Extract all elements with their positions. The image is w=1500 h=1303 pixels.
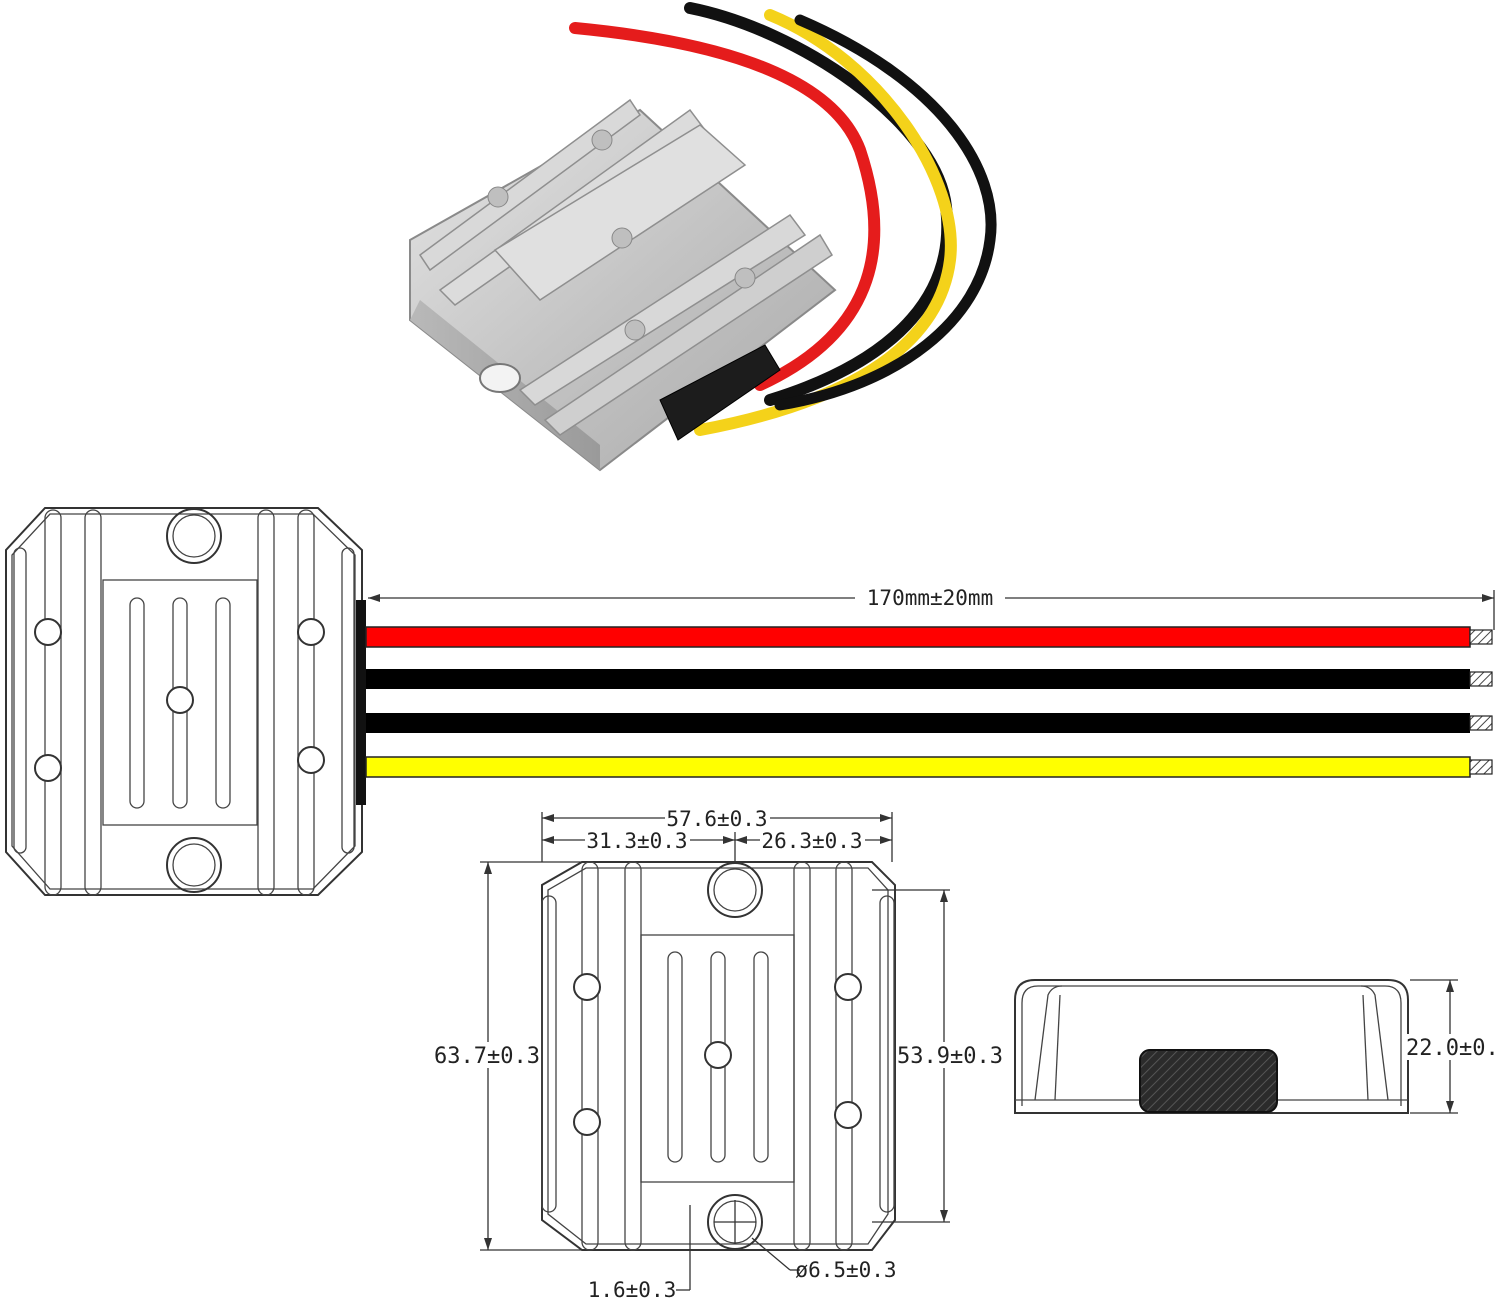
wire-black-2-tip — [1469, 715, 1493, 731]
photo-wires — [569, 2, 997, 436]
wire-black-1-tip — [1469, 671, 1493, 687]
dim-right-offset: 26.3±0.3 — [761, 829, 862, 853]
top-view: 170mm±20mm — [5, 507, 1495, 896]
dim-hole-spacing: 53.9±0.3 — [897, 1044, 1003, 1069]
dim-left-offset: 31.3±0.3 — [586, 829, 687, 853]
wire-length-label: 170mm±20mm — [867, 586, 993, 610]
wire-red-tip — [1469, 629, 1493, 645]
side-view: 22.0±0.3 — [1014, 979, 1500, 1114]
wire-yellow — [365, 756, 1471, 778]
wire-red — [365, 626, 1471, 648]
dim-height: 22.0±0.3 — [1406, 1036, 1500, 1061]
dimension-view: 57.6±0.3 31.3±0.3 26.3±0.3 63.7±0.3 53.9… — [434, 806, 1003, 1302]
wire-yellow-tip — [1469, 759, 1493, 775]
top-view-wires — [365, 626, 1493, 778]
dim-total-length: 63.7±0.3 — [434, 1044, 540, 1069]
product-photo — [409, 2, 997, 472]
photo-wire-red — [569, 22, 881, 391]
dim-hole-offset: 1.6±0.3 — [588, 1278, 677, 1302]
photo-wire-black-2 — [774, 14, 997, 411]
wire-black-2 — [366, 713, 1470, 733]
dim-hole-diameter: ø6.5±0.3 — [795, 1258, 896, 1282]
dim-total-width: 57.6±0.3 — [666, 807, 767, 831]
photo-housing — [409, 98, 837, 472]
wire-black-1 — [366, 669, 1470, 689]
